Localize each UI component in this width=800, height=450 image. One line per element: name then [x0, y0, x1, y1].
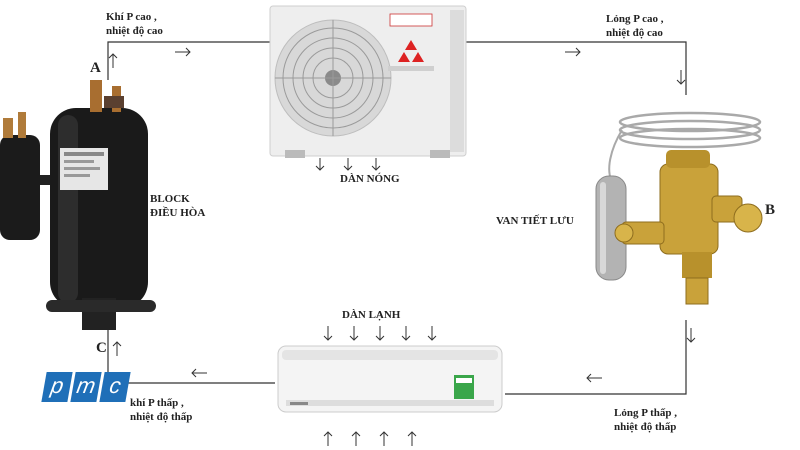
pmc-logo-letter-p: p	[41, 372, 73, 402]
label-cold-liquid-line2: nhiệt độ thấp	[614, 421, 677, 433]
label-hot-gas-line1: Khí P cao ,	[106, 11, 157, 23]
label-hot-liquid-line2: nhiệt độ cao	[606, 27, 663, 39]
label-hot-gas-line2: nhiệt độ cao	[106, 25, 163, 37]
evaporator-unit-illustration	[277, 345, 503, 413]
heat-out-arrows	[315, 158, 381, 171]
label-hot-liquid: Lỏng P cao , nhiệt độ cao	[606, 12, 663, 40]
label-compressor-line1: BLOCK	[150, 193, 190, 205]
cool-air-arrows-top	[323, 326, 437, 341]
label-cold-liquid-line1: Lỏng P thấp ,	[614, 407, 677, 419]
label-cold-gas-line1: khí P thấp ,	[130, 397, 184, 409]
point-c-label: C	[96, 340, 107, 356]
label-compressor: BLOCK ĐIỀU HÒA	[150, 192, 205, 220]
condenser-unit-illustration	[269, 5, 467, 158]
label-condenser: DÀN NÓNG	[340, 173, 400, 185]
flow-arrows	[108, 47, 696, 383]
pmc-logo-letter-c: c	[99, 372, 131, 402]
label-evaporator: DÀN LẠNH	[342, 309, 401, 321]
air-in-arrows-bottom	[323, 431, 417, 446]
label-hot-gas-out: Khí P cao , nhiệt độ cao	[106, 10, 163, 38]
point-b-label: B	[765, 202, 776, 218]
point-a-label: A	[90, 60, 101, 76]
label-hot-liquid-line1: Lỏng P cao ,	[606, 13, 664, 25]
label-cold-liquid: Lỏng P thấp , nhiệt độ thấp	[614, 406, 677, 434]
label-expansion-valve: VAN TIẾT LƯU	[496, 215, 574, 227]
label-compressor-line2: ĐIỀU HÒA	[150, 207, 206, 219]
label-cold-gas: khí P thấp , nhiệt độ thấp	[130, 396, 192, 424]
pmc-logo-letter-m: m	[70, 372, 102, 402]
expansion-valve-illustration	[595, 111, 763, 305]
label-cold-gas-line2: nhiệt độ thấp	[130, 411, 193, 423]
pmc-logo: p m c	[41, 372, 131, 406]
compressor-illustration	[0, 80, 156, 330]
